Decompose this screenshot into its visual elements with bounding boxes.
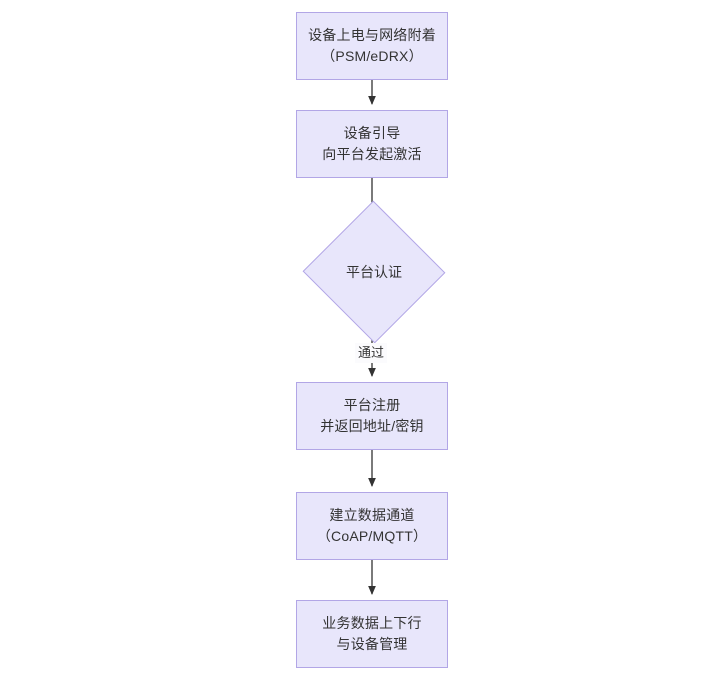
node-label-line: （CoAP/MQTT） — [316, 528, 428, 544]
node-label-line: 平台注册 — [343, 397, 401, 413]
node-label-line: 向平台发起激活 — [322, 146, 422, 162]
node-label-line: （PSM/eDRX） — [321, 48, 423, 64]
node-business-data-and-device-management[interactable]: 业务数据上下行 与设备管理 — [296, 600, 448, 668]
node-label-line: 并返回地址/密钥 — [320, 418, 424, 434]
edge-label-text: 通过 — [358, 345, 385, 360]
node-label-line: 设备引导 — [343, 125, 401, 141]
node-label-line: 建立数据通道 — [329, 507, 415, 523]
node-platform-registration[interactable]: 平台注册 并返回地址/密钥 — [296, 382, 448, 450]
node-label-line: 与设备管理 — [336, 636, 408, 652]
node-label-line: 业务数据上下行 — [322, 615, 422, 631]
node-label-line: 设备上电与网络附着 — [308, 27, 436, 43]
node-platform-authentication[interactable]: 平台认证 — [302, 200, 446, 344]
edge-label-pass: 通过 — [355, 343, 388, 363]
node-device-power-on[interactable]: 设备上电与网络附着 （PSM/eDRX） — [296, 12, 448, 80]
node-device-bootstrap[interactable]: 设备引导 向平台发起激活 — [296, 110, 448, 178]
node-label-line: 平台认证 — [346, 264, 402, 280]
node-data-channel-setup[interactable]: 建立数据通道 （CoAP/MQTT） — [296, 492, 448, 560]
